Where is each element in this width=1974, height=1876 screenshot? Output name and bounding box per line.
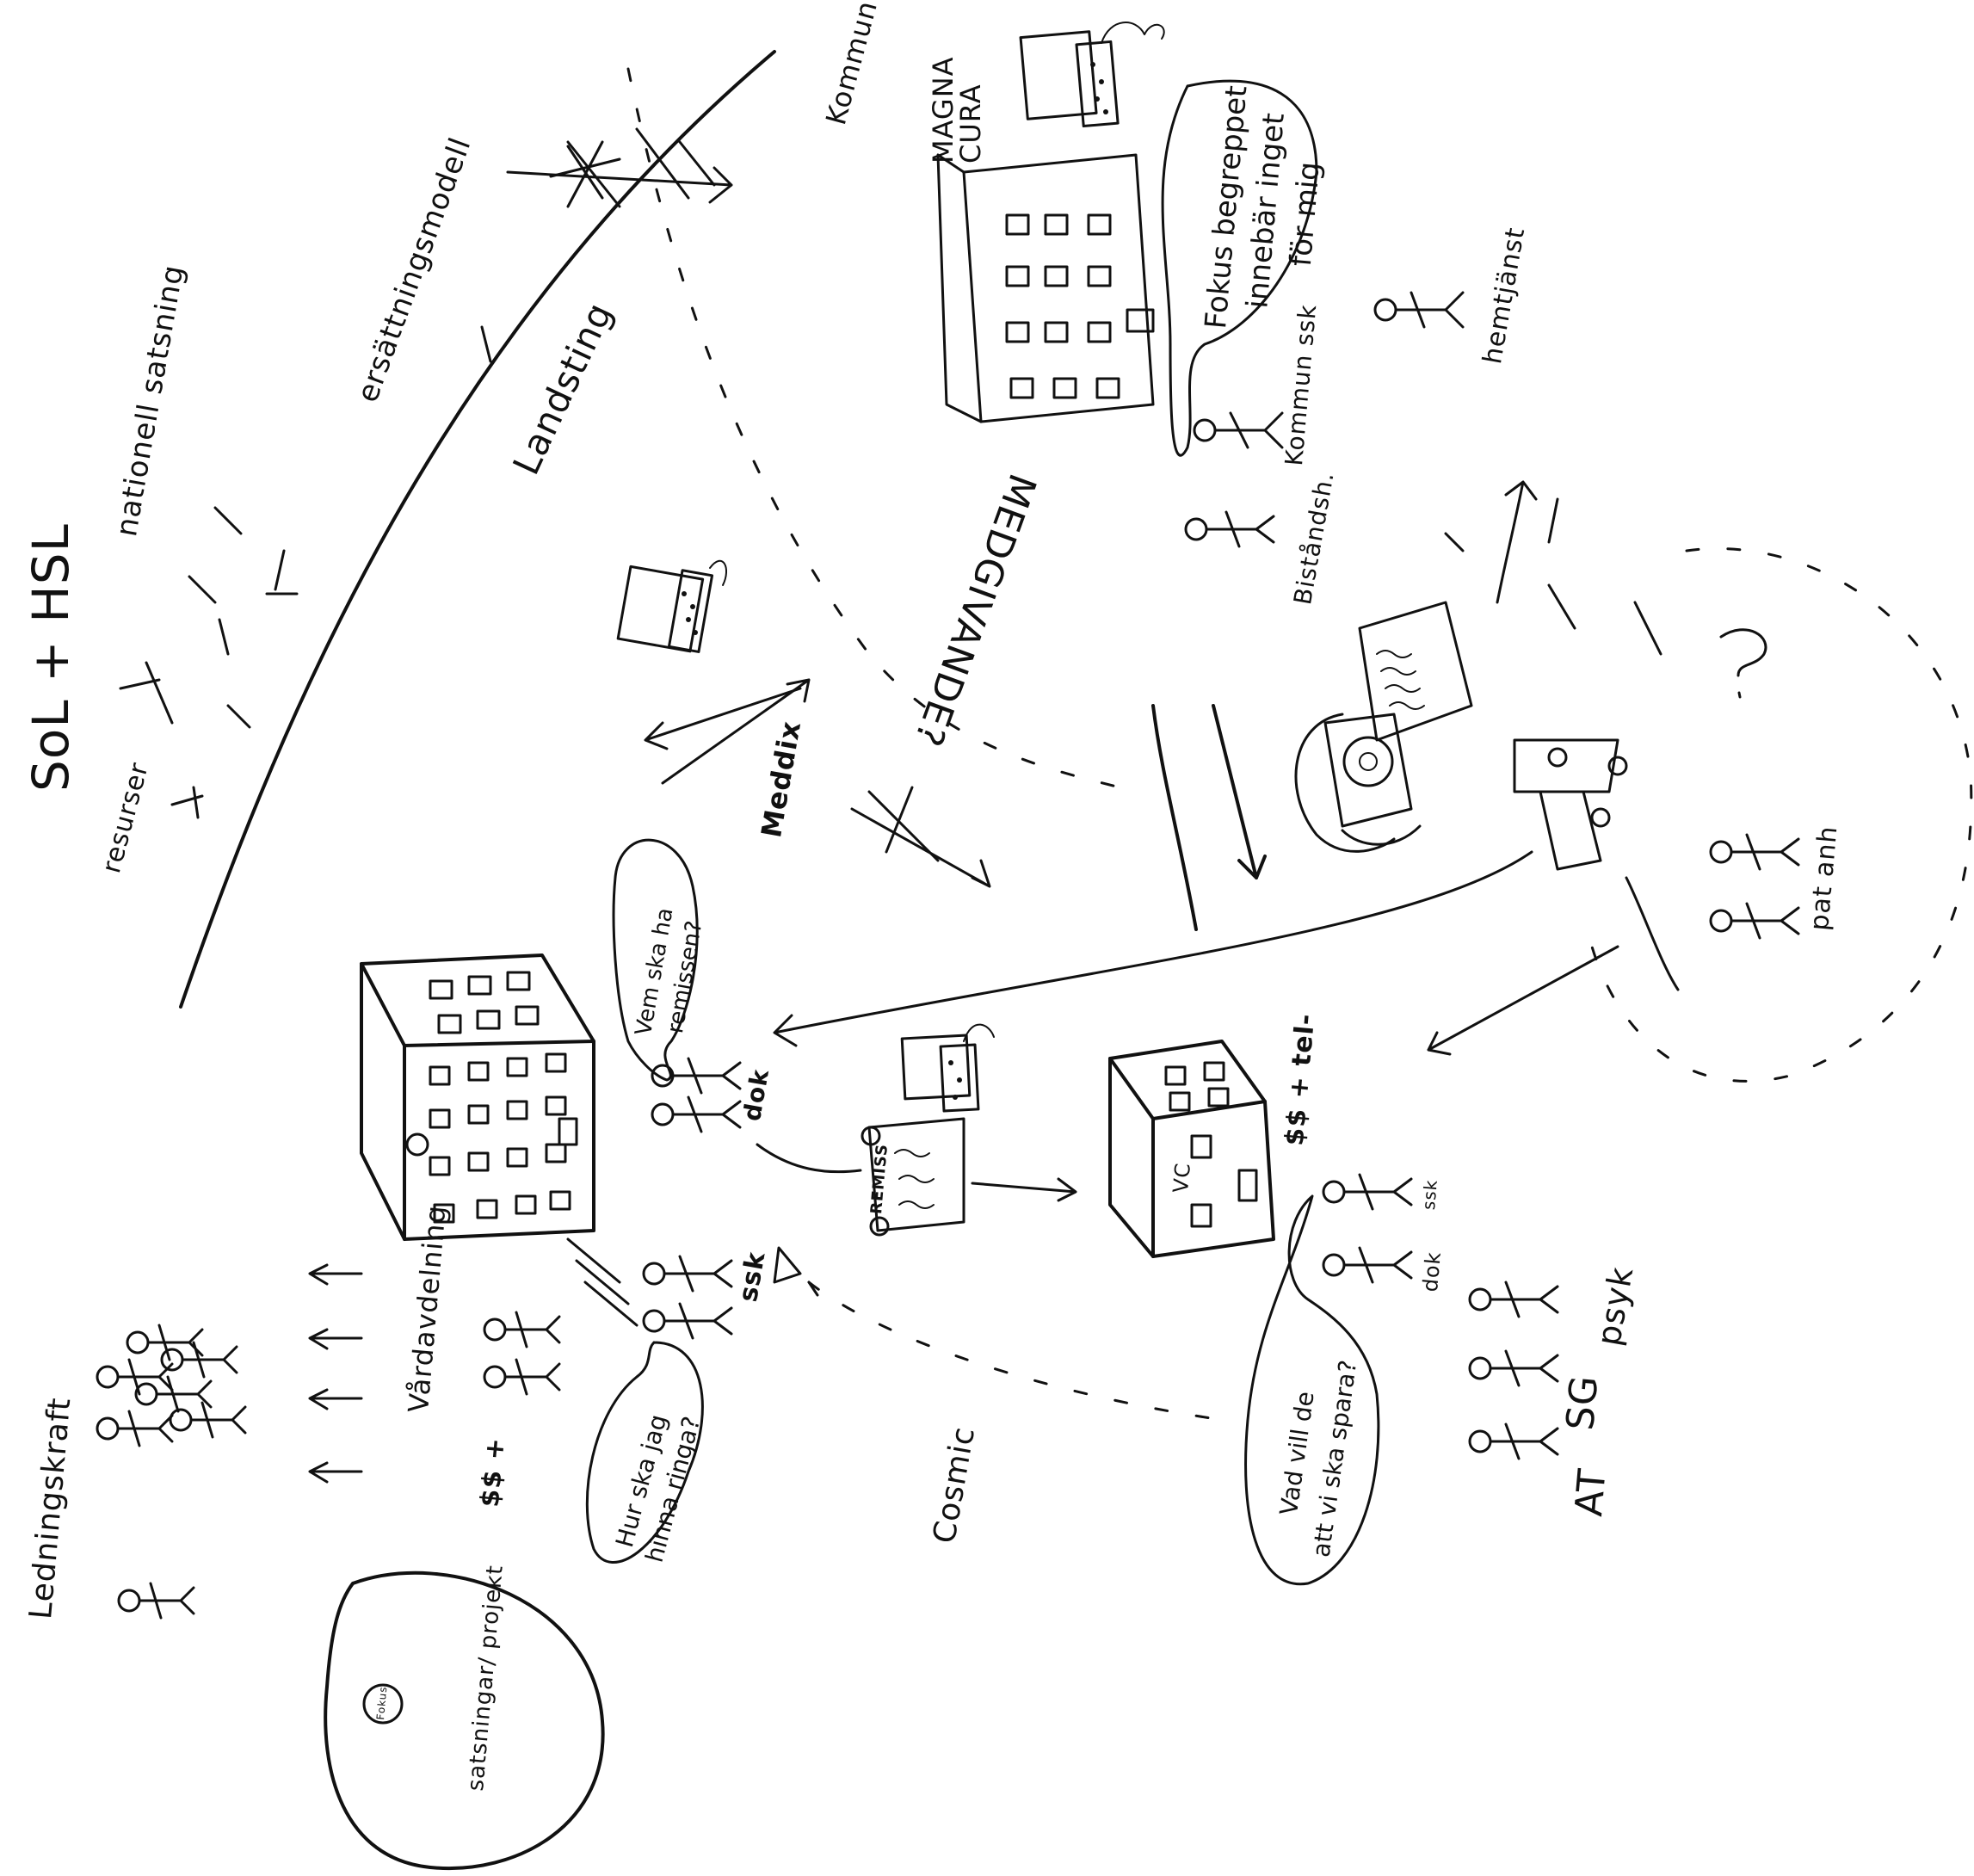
arc-dok-remiss (757, 1145, 861, 1172)
stick-figure-icon-anh (1711, 904, 1798, 938)
label-sol-hsl: SoL + HSL (26, 523, 76, 792)
label-dok-vc: dok (1420, 1250, 1444, 1293)
stick-figure-icon-vc-dok (1323, 1248, 1411, 1282)
bubble-text-fokus: Fokus begreppet innebär inget för mig (1196, 84, 1336, 337)
label-sg: SG (1562, 1373, 1604, 1432)
stick-figure-icon-pat (1711, 835, 1798, 869)
label-money-plus: $$ + (478, 1436, 509, 1509)
arrow-down-left (1428, 947, 1618, 1054)
triangle-icon (774, 1248, 817, 1295)
stick-figure-icon-vc-ssk (1323, 1175, 1411, 1209)
tick (1446, 499, 1661, 654)
arrow-left-pat (774, 852, 1532, 1046)
tick (120, 663, 172, 723)
dashed-divider (628, 69, 1136, 792)
tick (228, 706, 250, 727)
label-ssk-vc: ssk (1420, 1179, 1440, 1211)
label-at: AT (1570, 1467, 1613, 1518)
municipality-building-icon (938, 155, 1153, 422)
tick (172, 787, 202, 818)
arrow-up (1153, 706, 1196, 929)
laptop-icon-meddix (618, 561, 726, 652)
stick-figure-cluster-ledning (97, 1325, 245, 1618)
laptop-icon-magna-cura (1021, 22, 1164, 126)
arrow-ersattning (508, 168, 731, 202)
arrow-pat (1626, 878, 1678, 990)
health-center-building-icon (1110, 1041, 1274, 1256)
stick-figure-icon-dok (652, 1058, 740, 1093)
dashed-cosmic (809, 1282, 1222, 1420)
stick-figure-icon-dok2 (652, 1097, 740, 1132)
stick-figure-icon-hemtjanst (1375, 293, 1463, 327)
label-fokus-small: Fokus (375, 1686, 388, 1720)
tick (267, 551, 297, 594)
arrow-meddix-right (852, 809, 990, 886)
phone-icon (1296, 714, 1420, 851)
arrow-down (1213, 706, 1265, 878)
stick-figure-icon-ssk (644, 1256, 731, 1291)
tick (219, 620, 228, 654)
signpost-icon (1514, 740, 1626, 869)
arrows-double (568, 1239, 637, 1325)
question-mark-icon (1721, 630, 1766, 697)
satsningar-circle (325, 1573, 602, 1868)
x-mark (568, 142, 620, 207)
up-arrows (310, 1265, 361, 1482)
stick-figure-icon-psyk (1470, 1282, 1558, 1317)
stick-figure-icon-ssk2 (644, 1304, 731, 1338)
label-vc: VC (1170, 1162, 1194, 1194)
arrow-to-vc (972, 1179, 1076, 1200)
stick-figure-icon-sg (1470, 1351, 1558, 1385)
stick-figure-icon-at (1470, 1424, 1558, 1459)
tick (215, 508, 241, 534)
label-magna-cura: MAGNA CURA (929, 112, 984, 164)
tick (482, 327, 490, 361)
tick (189, 577, 215, 602)
laptop-icon-remiss (902, 1025, 994, 1111)
arc-tick (680, 142, 714, 185)
stick-figure-icon-kommun-ssk (1194, 413, 1282, 447)
hospital-building-icon (361, 955, 594, 1239)
document-icon (1360, 602, 1471, 740)
stick-figure-icon-vardavd (484, 1312, 559, 1394)
stick-figure-icon-bistandsh (1186, 512, 1274, 546)
arrow-to-kommun (1497, 482, 1536, 602)
